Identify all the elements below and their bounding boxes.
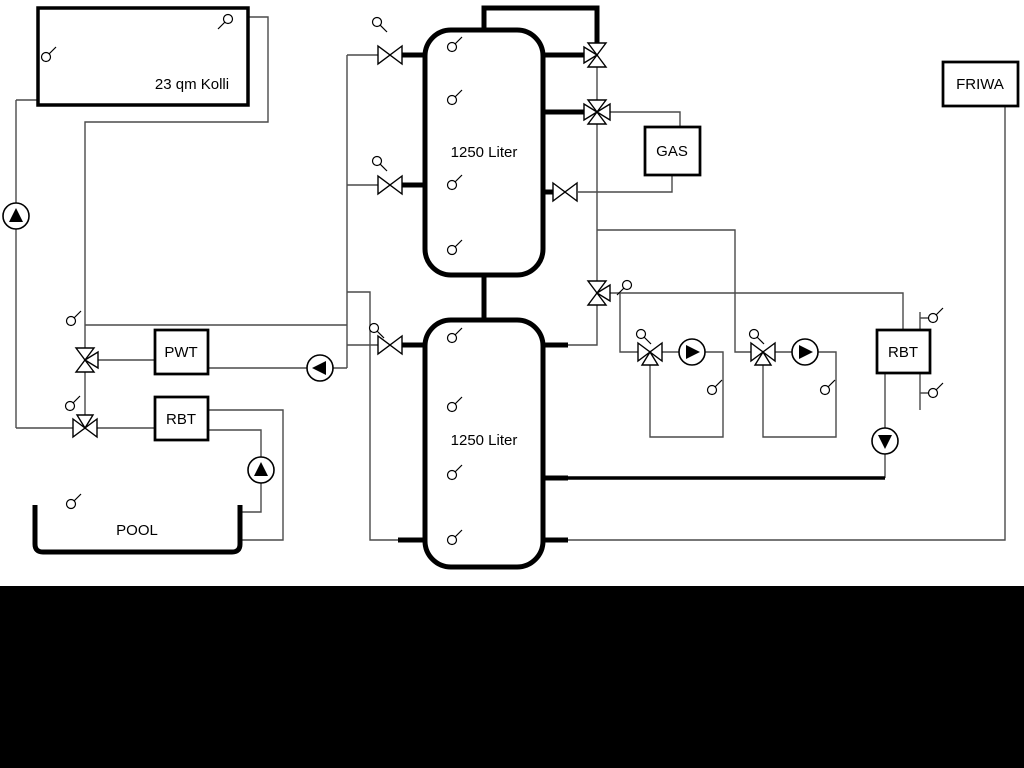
friwa-box: [941, 60, 1020, 108]
rbt-right-label: RBT: [888, 344, 918, 361]
buffer-tank-bottom: 1250 Liter: [422, 317, 546, 570]
pwt-label: PWT: [164, 344, 197, 361]
buffer-tank-bottom-body: [422, 317, 546, 570]
buffer-tank-top-label: 1250 Liter: [451, 144, 518, 161]
rbt-left: RBT: [153, 395, 210, 442]
buffer-tank-top: 1250 Liter: [422, 27, 546, 278]
pipe-solar-pool-circuit: [15, 16, 398, 541]
pipe-network-main: [398, 5, 885, 543]
pwt-box: [153, 328, 210, 376]
gas-boiler: GAS: [643, 125, 702, 177]
solar-collector-label: 23 qm Kolli: [155, 76, 229, 93]
pipe-boiler-heating-circuit: [568, 67, 1006, 541]
rbt-right-box: [875, 328, 932, 375]
pipe-network-secondary: [15, 16, 1006, 541]
gas-boiler-label: GAS: [656, 143, 688, 160]
pool: POOL: [32, 505, 243, 555]
solar-collector: 23 qm Kolli: [36, 6, 250, 107]
rbt-left-box: [153, 395, 210, 442]
tank-port-stubs: [398, 52, 584, 543]
pipe-tank-top-manifold: [481, 5, 600, 43]
friwa-station: FRIWA: [941, 60, 1020, 108]
rbt-left-label: RBT: [166, 411, 196, 428]
pump-solar: [2, 202, 30, 230]
pump-pwt: [306, 354, 334, 382]
pump-pool: [247, 456, 275, 484]
pool-label: POOL: [116, 522, 158, 539]
pwt-heat-exchanger: PWT: [153, 328, 210, 376]
pump-heating-circuit-2: [791, 338, 819, 366]
letterbox-bottom: [0, 586, 1024, 768]
solar-collector-box: [36, 6, 250, 107]
pool-basin: [32, 505, 243, 555]
friwa-label: FRIWA: [956, 76, 1004, 93]
buffer-tank-bottom-label: 1250 Liter: [451, 432, 518, 449]
buffer-tank-top-body: [422, 27, 546, 278]
pump-heating-circuit-1: [678, 338, 706, 366]
pump-rbt-right: [871, 427, 899, 455]
gas-boiler-box: [643, 125, 702, 177]
rbt-right: RBT: [875, 328, 932, 375]
